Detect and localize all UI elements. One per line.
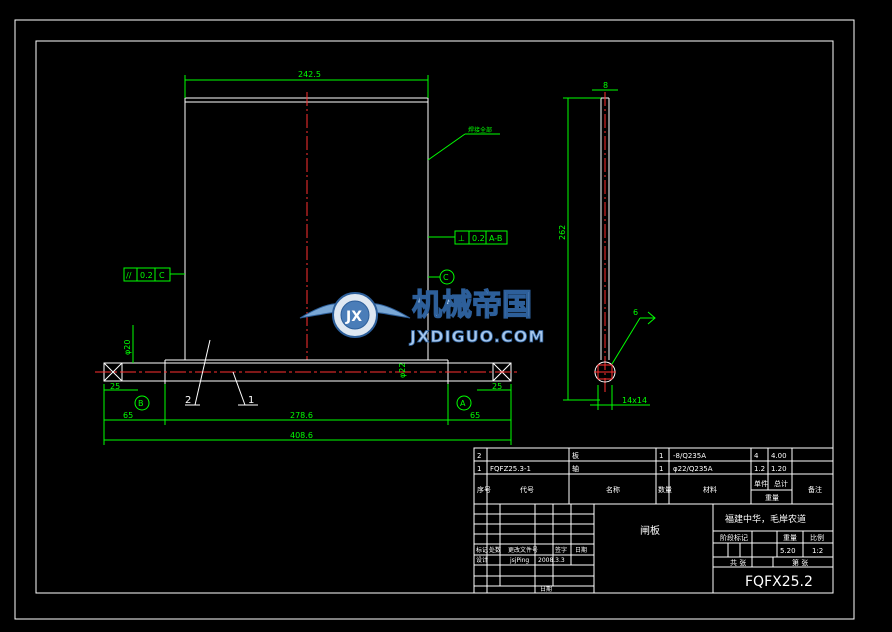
svg-text:代号: 代号	[520, 485, 534, 494]
svg-text:第 张: 第 张	[792, 558, 808, 567]
svg-text:jsjPing: jsjPing	[509, 557, 529, 564]
svg-text:总计: 总计	[774, 479, 788, 488]
svg-text:签字: 签字	[555, 546, 567, 554]
svg-text:1.20: 1.20	[771, 465, 787, 473]
svg-text:2008.3.3: 2008.3.3	[538, 557, 565, 564]
weight-value: 5.20	[780, 547, 796, 555]
weld-size: 6	[633, 308, 638, 317]
side-view: 262 8 14x14 6	[558, 81, 656, 410]
part-label-2: 2	[185, 395, 191, 406]
dim-side-height: 262	[558, 225, 567, 240]
watermark-cn: 机械帝国	[412, 288, 532, 323]
svg-text:名称: 名称	[606, 485, 620, 494]
svg-text:标记: 标记	[476, 546, 488, 554]
dim-thickness: 8	[603, 81, 608, 90]
svg-text:1.2: 1.2	[754, 465, 765, 473]
leader-note: 焊接全部	[468, 126, 492, 134]
svg-text:2: 2	[477, 452, 481, 460]
svg-text:日期: 日期	[575, 546, 587, 554]
svg-text:⊥: ⊥	[458, 234, 465, 243]
svg-text:数量: 数量	[658, 485, 672, 494]
dim-right-end: 65	[470, 411, 480, 420]
svg-text:A-B: A-B	[489, 234, 502, 243]
svg-text:序号: 序号	[477, 485, 491, 494]
dim-left-end: 65	[123, 411, 133, 420]
svg-text:更改文件号: 更改文件号	[508, 546, 538, 554]
svg-text:4.00: 4.00	[771, 452, 787, 460]
outer-border	[14, 19, 855, 620]
svg-text:JX: JX	[345, 309, 362, 325]
watermark-logo-icon: JX	[299, 292, 411, 338]
svg-text:比例: 比例	[810, 533, 824, 542]
datum-a: A	[460, 399, 466, 408]
dim-left-stub: 25	[110, 382, 120, 391]
svg-text:1: 1	[477, 465, 481, 473]
dim-shaft-length: 278.6	[290, 411, 313, 420]
dim-total-length: 408.6	[290, 431, 313, 440]
svg-text:阶段标记: 阶段标记	[720, 533, 748, 542]
scale-value: 1:2	[812, 547, 823, 555]
svg-text:板: 板	[572, 451, 579, 460]
svg-text:4: 4	[754, 452, 759, 460]
tol-parallel: // 0.2 C	[123, 267, 185, 282]
svg-text:-8/Q235A: -8/Q235A	[673, 452, 706, 460]
svg-text://: //	[126, 271, 132, 280]
svg-text:C: C	[159, 271, 165, 280]
datum-b: B	[138, 399, 144, 408]
svg-text:日期: 日期	[540, 585, 552, 593]
svg-text:0.2: 0.2	[140, 271, 153, 280]
svg-text:1: 1	[659, 452, 663, 460]
svg-text:φ22/Q235A: φ22/Q235A	[673, 465, 713, 473]
svg-text:备注: 备注	[808, 485, 822, 494]
dim-right-stub: 25	[492, 382, 502, 391]
svg-text:1: 1	[659, 465, 663, 473]
svg-text:单件: 单件	[754, 479, 768, 488]
svg-text:处数: 处数	[489, 546, 501, 554]
tol-perp: ⊥ 0.2 A-B	[428, 230, 508, 245]
title-block: 2 板 1 -8/Q235A 4 4.00 1 FQFZ25.3-1 轴 1 φ…	[473, 447, 834, 594]
part-name: 闸板	[640, 524, 660, 537]
svg-text:轴: 轴	[572, 464, 579, 473]
svg-text:0.2: 0.2	[472, 234, 485, 243]
dim-square: 14x14	[622, 396, 647, 405]
svg-text:重量: 重量	[783, 534, 797, 542]
dim-dia-mid: φ22	[398, 363, 407, 378]
svg-text:设计: 设计	[476, 556, 488, 564]
datum-c: C	[443, 273, 449, 282]
svg-text:重量: 重量	[765, 494, 779, 502]
svg-text:共 张: 共 张	[730, 558, 746, 567]
part-label-1: 1	[248, 395, 254, 406]
dim-dia-left: φ20	[123, 340, 132, 355]
company-name: 福建中华，毛岸农道	[725, 513, 806, 525]
inner-border	[35, 40, 834, 594]
drawing-number: FQFX25.2	[745, 574, 813, 590]
svg-text:FQFZ25.3-1: FQFZ25.3-1	[490, 465, 531, 473]
svg-text:材料: 材料	[703, 485, 717, 494]
watermark: JX 机械帝国 JXDIGUO.COM	[299, 287, 545, 346]
dim-top-width: 242.5	[298, 70, 321, 79]
watermark-en: JXDIGUO.COM	[409, 327, 545, 346]
front-view: 242.5 25 25 65 278.6 65 408.6 φ2	[95, 70, 520, 445]
